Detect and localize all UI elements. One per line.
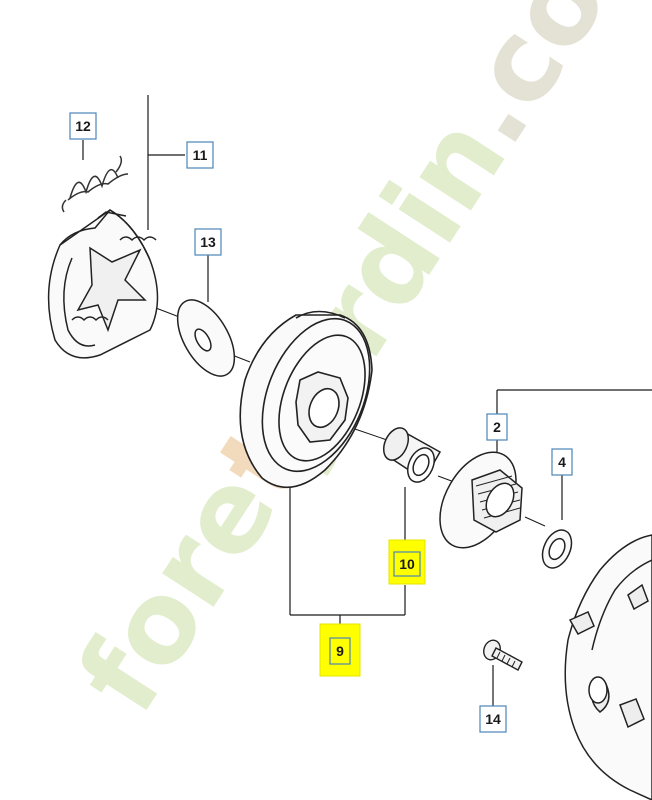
callout-11-label: 11 bbox=[193, 147, 208, 163]
clutch-assembly bbox=[47, 209, 159, 359]
leader-lines bbox=[82, 95, 652, 708]
callout-13-label: 13 bbox=[200, 234, 216, 250]
callout-11: 11 bbox=[186, 141, 214, 169]
callout-10-label: 10 bbox=[399, 556, 415, 572]
clutch-drum bbox=[239, 310, 373, 489]
washer-13 bbox=[176, 299, 236, 377]
needle-bearing bbox=[382, 427, 442, 483]
crankcase-cover bbox=[564, 534, 652, 800]
callout-2: 2 bbox=[486, 413, 508, 441]
callout-9: 9 bbox=[319, 623, 361, 677]
callout-12-label: 12 bbox=[75, 118, 91, 134]
callout-13: 13 bbox=[194, 228, 222, 256]
callout-2-label: 2 bbox=[493, 419, 501, 435]
callout-4-label: 4 bbox=[558, 454, 566, 470]
callout-14-label: 14 bbox=[485, 711, 501, 727]
drive-hub bbox=[439, 451, 523, 549]
callout-9-label: 9 bbox=[336, 643, 344, 659]
callout-14: 14 bbox=[479, 705, 507, 733]
washer-4 bbox=[541, 529, 573, 569]
callout-4: 4 bbox=[551, 448, 573, 476]
screw-14 bbox=[483, 639, 523, 671]
clutch-spring bbox=[61, 155, 129, 213]
callout-12: 12 bbox=[69, 112, 97, 140]
callout-10: 10 bbox=[388, 539, 426, 585]
